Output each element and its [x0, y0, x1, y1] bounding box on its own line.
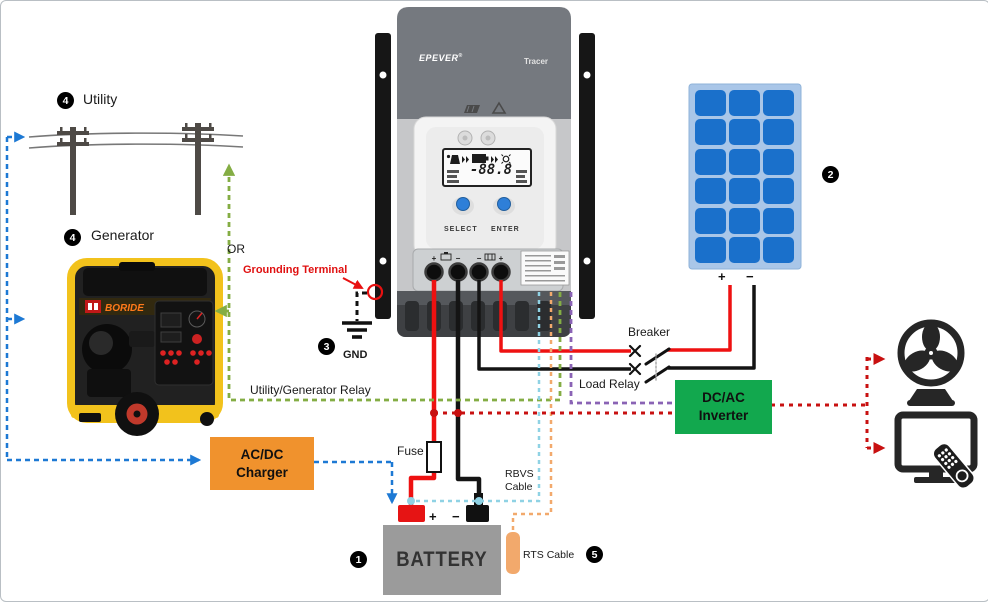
- select-button-label: SELECT: [444, 226, 478, 233]
- remote-icon: [932, 442, 975, 490]
- pv-positive-wire-out: [667, 285, 732, 352]
- rbvs-line1: RBVS: [505, 468, 534, 480]
- utility-powerline-illustration: [28, 123, 244, 215]
- load-relay-label: Load Relay: [579, 377, 640, 391]
- ac-input-lines: [5, 131, 398, 505]
- grounding: [342, 277, 384, 339]
- lcd-value: -88.8: [469, 162, 513, 178]
- badge-utility: 4: [57, 92, 74, 109]
- wiring-terminals: [424, 262, 511, 282]
- lcd-icons: [446, 154, 527, 183]
- grounding-terminal-circle: [366, 283, 384, 301]
- heatsink-fins: [397, 291, 571, 337]
- pv-negative-wire-out: [668, 285, 756, 370]
- rts-cable-label: RTS Cable: [523, 549, 575, 561]
- svg-text:+: +: [499, 254, 504, 263]
- svg-text:+: +: [432, 254, 437, 263]
- inverter-line2: Inverter: [698, 408, 749, 423]
- svg-text:−: −: [456, 254, 461, 263]
- controller-top-panel: [397, 7, 571, 119]
- charge-controller: + − − +: [375, 7, 595, 337]
- registered-mark: ®: [458, 53, 463, 59]
- svg-text:−: −: [477, 254, 482, 263]
- badge-ground: 3: [318, 338, 335, 355]
- gnd-label: GND: [343, 349, 368, 361]
- load-relay-line: [569, 292, 673, 405]
- grounding-terminal-label: Grounding Terminal: [243, 264, 348, 276]
- battery-positive-terminal: [398, 505, 425, 522]
- dc-junction-negative: [454, 409, 462, 417]
- battery-plus-label: +: [429, 509, 437, 524]
- breaker-label: Breaker: [628, 325, 671, 339]
- grounding-pointer-arrow: [342, 277, 364, 289]
- badge-solar-panel: 2: [822, 166, 839, 183]
- fuse-label: Fuse: [397, 444, 424, 458]
- controller-brand-logo: EPEVER®: [419, 53, 463, 63]
- controller-model-label: Tracer: [524, 57, 549, 66]
- terminal-marks: + − − +: [432, 252, 504, 263]
- pv-glyph-icon: [484, 253, 496, 261]
- battery-box: BATTERY: [383, 525, 501, 595]
- fuse-symbol: [426, 441, 442, 473]
- utility-label: Utility: [83, 91, 118, 107]
- panel-plus-label: +: [718, 269, 726, 284]
- power-wires: [408, 280, 756, 508]
- enter-button-label: ENTER: [491, 226, 520, 233]
- breaker-switch: [628, 344, 671, 384]
- rbvs-junction-negative: [475, 497, 483, 505]
- battery-label: BATTERY: [396, 548, 488, 571]
- utility-generator-relay-label: Utility/Generator Relay: [250, 383, 371, 397]
- battery-positive-wire: [408, 280, 437, 508]
- or-label: OR: [227, 242, 245, 256]
- rts-cable-line: [511, 292, 553, 532]
- generator-label: Generator: [91, 227, 155, 243]
- solar-panel-illustration: [688, 83, 802, 270]
- pv-mode-icon: [464, 105, 480, 113]
- tv-icon: [894, 411, 978, 490]
- charger-line1: AC/DC: [240, 446, 284, 462]
- ac-dc-charger-box: AC/DC Charger: [210, 437, 314, 490]
- pv-positive-wire-in: [499, 280, 631, 353]
- rts-temperature-sensor: [506, 532, 520, 574]
- enter-button: [493, 197, 515, 215]
- ground-wire: [355, 291, 367, 321]
- fan-icon: [897, 319, 965, 406]
- dc-ac-inverter-box: DC/AC Inverter: [675, 380, 772, 434]
- pv-negative-wire-in: [477, 280, 631, 371]
- battery-minus-label: −: [452, 509, 460, 524]
- panel-minus-label: −: [746, 269, 754, 284]
- brand-text: EPEVER: [419, 53, 459, 63]
- rbvs-cable-line: [409, 292, 541, 503]
- generator-illustration: BORIDE: [67, 258, 223, 436]
- generator-brand-text: BORIDE: [105, 303, 144, 314]
- badge-battery: 1: [350, 551, 367, 568]
- ground-symbol-icon: [342, 321, 372, 339]
- mounting-brackets: [375, 33, 595, 319]
- spec-sticker: [520, 250, 570, 286]
- badge-generator: 4: [64, 229, 81, 246]
- rbvs-line2: Cable: [505, 480, 533, 493]
- dc-junction-positive: [430, 409, 438, 417]
- badge-rts: 5: [586, 546, 603, 563]
- battery-negative-terminal: [466, 505, 489, 522]
- warning-triangle-icon: [491, 101, 507, 114]
- select-button: [452, 197, 474, 215]
- inverter-line1: DC/AC: [702, 390, 745, 406]
- utility-generator-relay-line: [214, 163, 562, 402]
- terminal-screws: [457, 130, 496, 146]
- rbvs-junction-positive: [407, 497, 415, 505]
- rbvs-cable-label: RBVS Cable: [505, 468, 534, 493]
- charger-line2: Charger: [236, 464, 288, 480]
